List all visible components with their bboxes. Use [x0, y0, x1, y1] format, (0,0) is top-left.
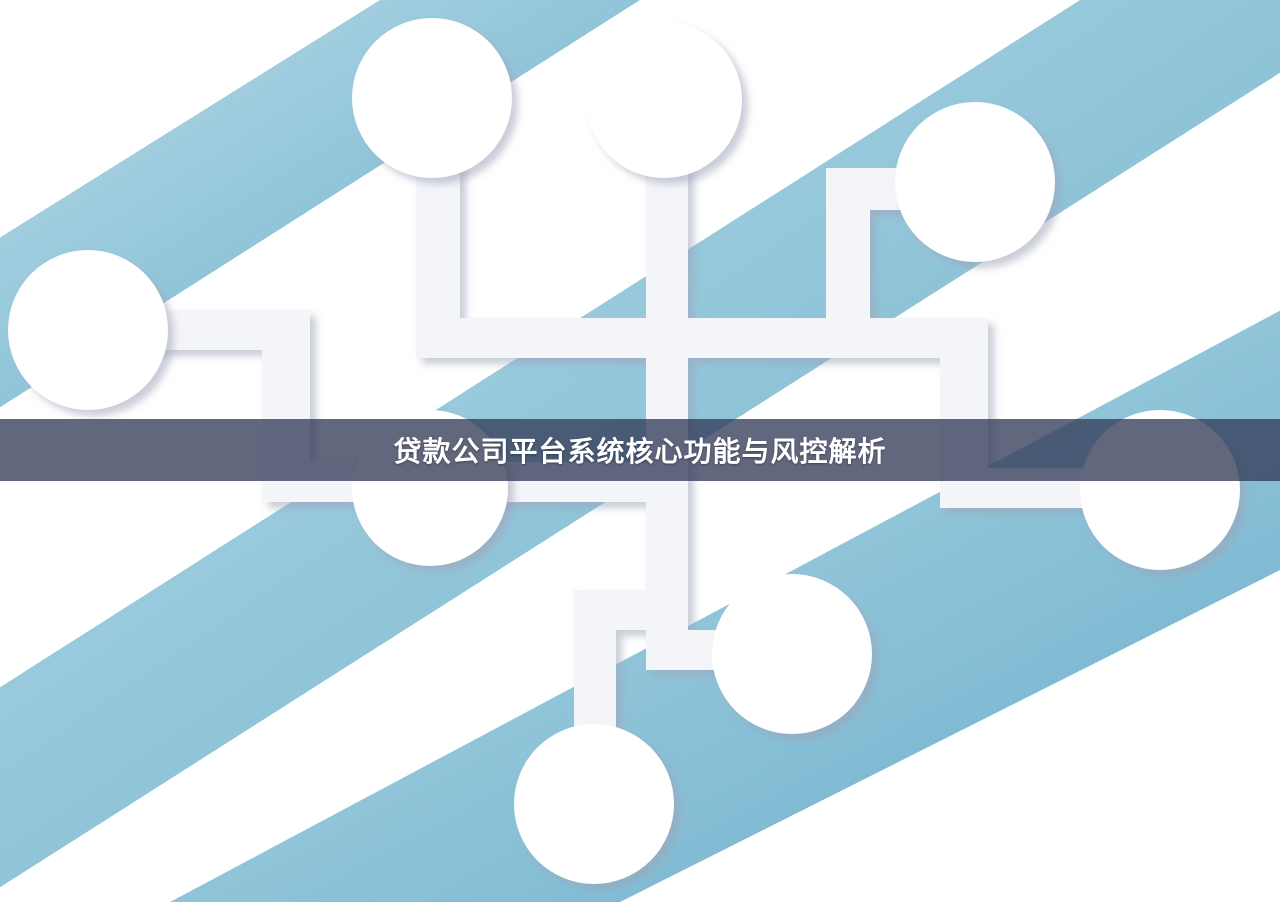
node-top-right [895, 102, 1055, 262]
node-top-left [352, 18, 512, 178]
node-top-middle [586, 22, 742, 178]
title-banner: 贷款公司平台系统核心功能与风控解析 [0, 419, 1280, 481]
node-lower-right [712, 574, 872, 734]
node-left [8, 250, 168, 410]
page-title: 贷款公司平台系统核心功能与风控解析 [393, 435, 887, 468]
node-bottom [514, 724, 674, 884]
